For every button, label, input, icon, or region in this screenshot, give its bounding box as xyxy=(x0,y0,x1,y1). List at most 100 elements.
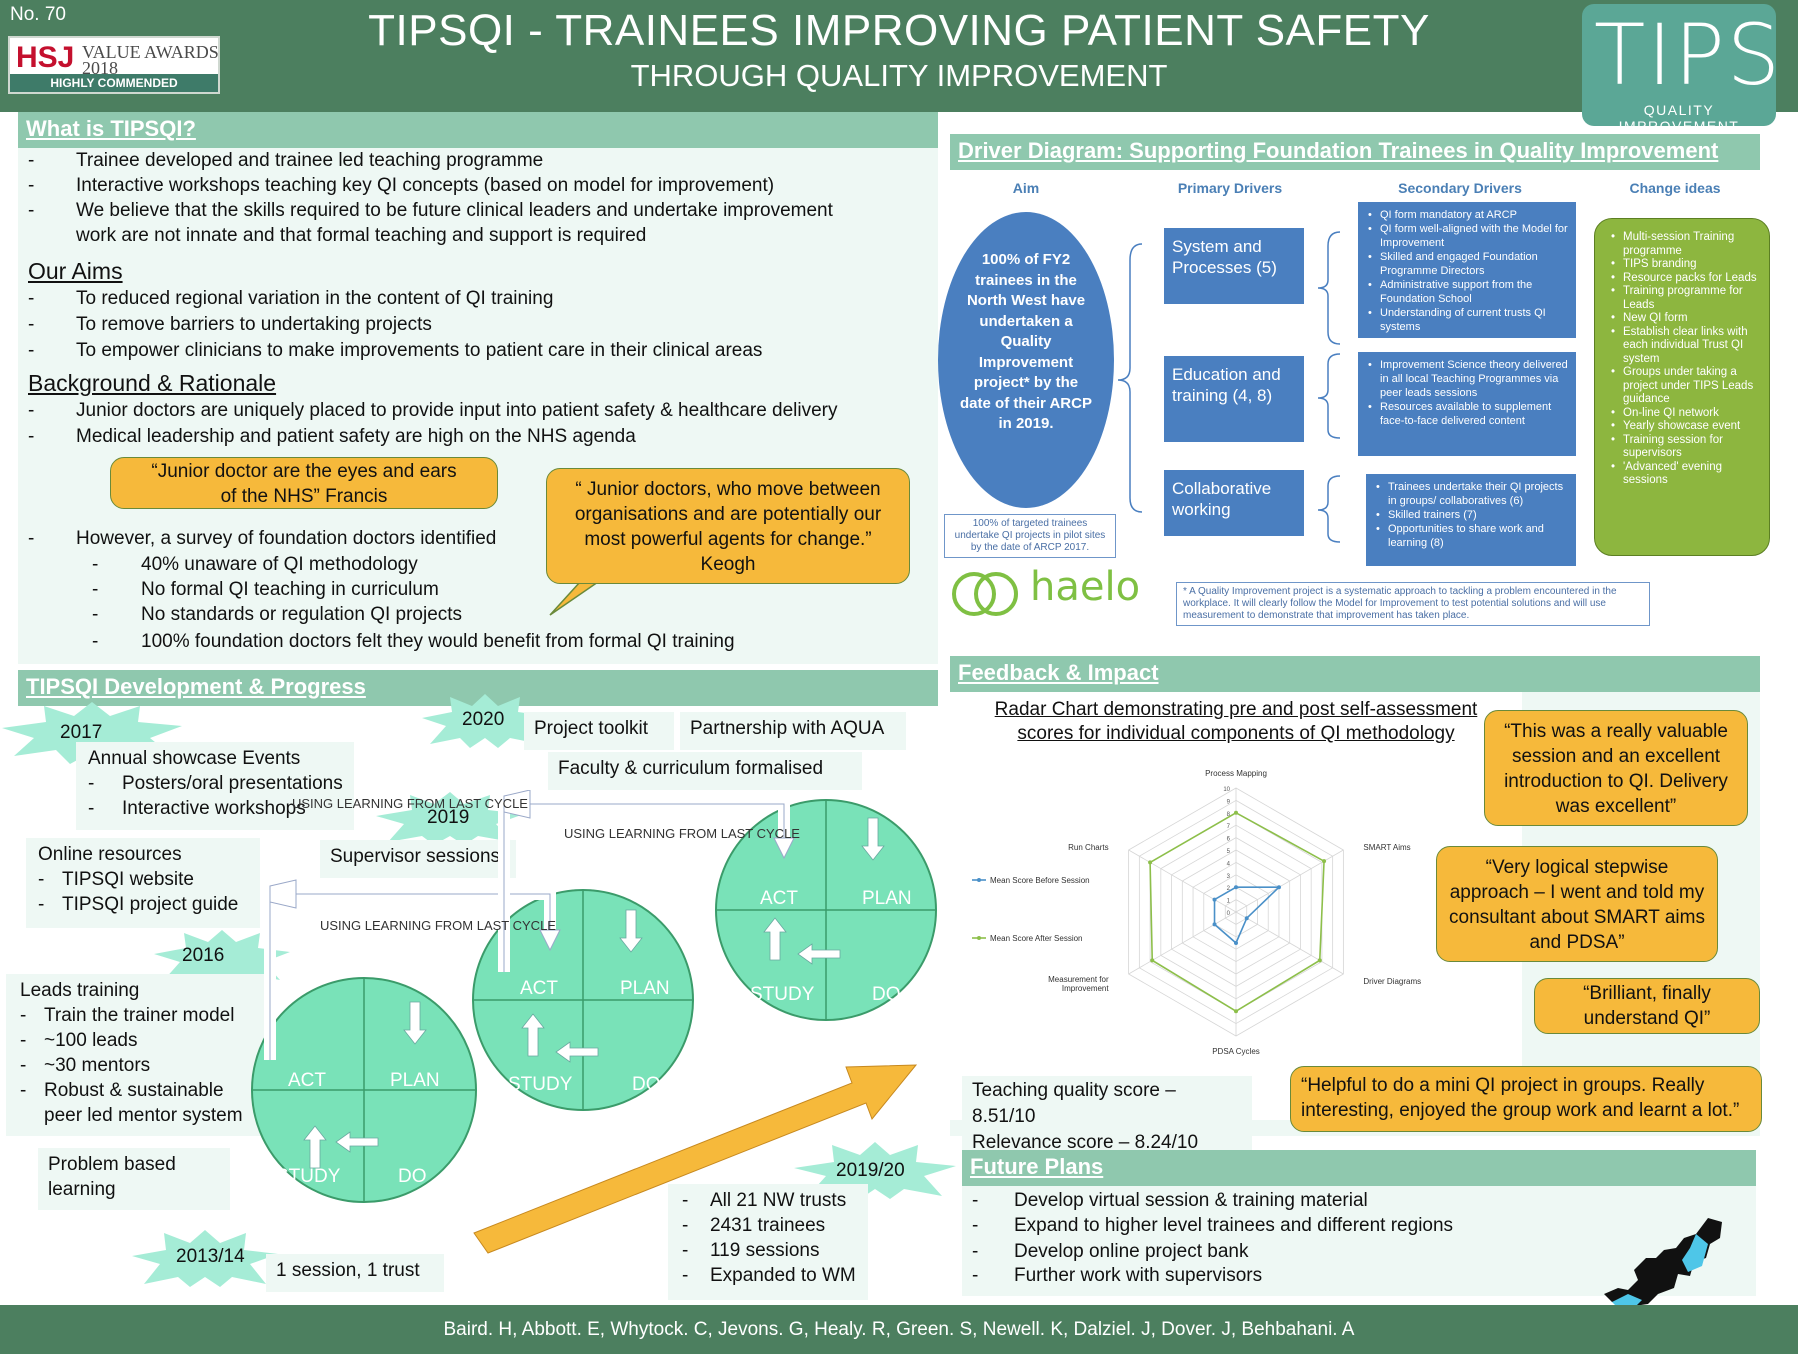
quote-keogh: “ Junior doctors, who move between organ… xyxy=(546,468,910,584)
background-item: Medical leadership and patient safety ar… xyxy=(76,426,636,447)
radar-tick-label: 10 xyxy=(1223,787,1230,793)
award-badge: HSJ VALUE AWARDS 2018 HIGHLY COMMENDED xyxy=(8,36,220,94)
leads-item: -Robust & sustainable xyxy=(20,1080,224,1101)
leads-title: Leads training xyxy=(20,980,140,1001)
radar-point xyxy=(1317,958,1322,963)
showcase-item-text: Interactive workshops xyxy=(122,798,306,819)
tips-logo-word: TIPS xyxy=(1594,6,1783,104)
nw-item-text: 119 sessions xyxy=(710,1240,820,1261)
change-idea: Multi-session Training programme xyxy=(1611,231,1759,258)
learning-label-3: USING LEARNING FROM LAST CYCLE xyxy=(564,826,800,841)
dash: - xyxy=(28,426,35,447)
faculty-box: Faculty & curriculum formalised xyxy=(548,752,862,790)
dash: - xyxy=(28,288,35,309)
survey-item: 100% foundation doctors felt they would … xyxy=(141,631,735,652)
survey-item: No formal QI teaching in curriculum xyxy=(141,579,439,600)
year-2019-20: 2019/20 xyxy=(836,1160,905,1181)
radar-tick-label: 5 xyxy=(1227,849,1231,855)
change-idea: On-line QI network xyxy=(1611,407,1759,421)
dash: - xyxy=(28,314,35,335)
online-item: -TIPSQI project guide xyxy=(38,894,239,915)
star-burst xyxy=(132,1230,278,1287)
secondary-drivers-3: Trainees undertake their QI projects in … xyxy=(1366,474,1576,566)
leads-item: -~30 mentors xyxy=(20,1055,151,1076)
driver-footnote: * A Quality Improvement project is a sys… xyxy=(1176,582,1650,626)
radar-point xyxy=(1322,859,1327,864)
change-ideas: Multi-session Training programme TIPS br… xyxy=(1594,218,1770,556)
radar-point xyxy=(1276,885,1281,890)
change-idea: TIPS branding xyxy=(1611,258,1759,272)
radar-spoke xyxy=(1128,849,1237,913)
cycle3-do: DO xyxy=(872,984,901,1005)
haelo-logo: haelo xyxy=(1030,564,1141,610)
radar-point xyxy=(1148,860,1153,865)
survey-item: 40% unaware of QI methodology xyxy=(141,554,418,575)
what-bullet: We believe that the skills required to b… xyxy=(76,200,833,221)
aim-item: To reduced regional variation in the con… xyxy=(76,288,554,309)
driver-heading: Driver Diagram: Supporting Foundation Tr… xyxy=(950,134,1760,170)
aim-item: To remove barriers to undertaking projec… xyxy=(76,314,432,335)
background-heading: Background & Rationale xyxy=(28,370,277,396)
future-item: Develop virtual session & training mater… xyxy=(1014,1190,1368,1211)
change-idea: Establish clear links with each individu… xyxy=(1611,326,1759,367)
radar-spoke xyxy=(1128,911,1237,975)
radar-legend-marker xyxy=(977,878,981,882)
feedback-quote-2: “Very logical stepwise approach – I went… xyxy=(1436,846,1718,962)
dash: - xyxy=(28,400,35,421)
award-brand: HSJ xyxy=(16,41,75,74)
aim-text: 100% of FY2 trainees in the North West h… xyxy=(960,251,1092,432)
secondary-item: Opportunities to share work and learning… xyxy=(1376,522,1568,550)
quote-francis: “Junior doctor are the eyes and ears of … xyxy=(110,457,498,509)
feedback-quote-4: “Helpful to do a mini QI project in grou… xyxy=(1290,1066,1762,1132)
leads-item: -~100 leads xyxy=(20,1030,138,1051)
nw-item-text: All 21 NW trusts xyxy=(710,1190,847,1211)
increasing-scale-arrow xyxy=(473,1064,918,1254)
radar-title-line: scores for individual components of QI m… xyxy=(1017,723,1455,744)
aim-item: To empower clinicians to make improvemen… xyxy=(76,340,763,361)
nw-item: -Expanded to WM xyxy=(682,1265,856,1286)
pbl-line: Problem based xyxy=(48,1154,176,1175)
radar-axis-label: Process Mapping xyxy=(1205,769,1267,778)
secondary-item: Trainees undertake their QI projects in … xyxy=(1376,480,1568,508)
secondary-item: Skilled and engaged Foundation Programme… xyxy=(1368,250,1568,278)
cycle1-do: DO xyxy=(398,1166,427,1187)
dash: - xyxy=(28,175,35,196)
year-2019: 2019 xyxy=(427,807,470,828)
future-item: Expand to higher level trainees and diff… xyxy=(1014,1215,1454,1236)
primary-driver-1: System and Processes (5) xyxy=(1164,228,1304,304)
leads-item: peer led mentor system xyxy=(16,1103,266,1128)
cycle3-act: ACT xyxy=(760,888,798,909)
what-bullet: work are not innate and that formal teac… xyxy=(76,225,647,246)
cycle2-do: DO xyxy=(632,1074,661,1095)
secondary-item: QI form mandatory at ARCP xyxy=(1368,208,1568,222)
dash: - xyxy=(972,1265,979,1286)
cycle1-act: ACT xyxy=(288,1070,326,1091)
year-2013-14: 2013/14 xyxy=(176,1246,245,1267)
nw-item-text: Expanded to WM xyxy=(710,1265,856,1286)
radar-point xyxy=(1212,897,1217,902)
leads-item: -Train the trainer model xyxy=(20,1005,235,1026)
showcase-item: -Posters/oral presentations xyxy=(88,773,343,794)
future-heading: Future Plans xyxy=(962,1150,1756,1186)
online-item: -TIPSQI website xyxy=(38,869,194,890)
radar-tick-label: 8 xyxy=(1227,812,1231,818)
pbl-box: Problem based learning xyxy=(38,1148,230,1210)
change-idea: New QI form xyxy=(1611,312,1759,326)
what-heading: What is TIPSQI? xyxy=(18,112,938,148)
pbl-line: learning xyxy=(48,1179,116,1200)
showcase-title: Annual showcase Events xyxy=(88,748,301,769)
radar-tick-label: 6 xyxy=(1227,837,1231,843)
radar-legend-marker xyxy=(977,936,981,940)
leads-item-text: ~30 mentors xyxy=(44,1055,151,1076)
radar-point xyxy=(1234,941,1238,945)
radar-point xyxy=(1150,958,1155,963)
primary-driver-2: Education and training (4, 8) xyxy=(1164,356,1304,442)
change-idea: Yearly showcase event xyxy=(1611,420,1759,434)
first-session-box: 1 session, 1 trust xyxy=(266,1254,444,1292)
secondary-drivers-1: QI form mandatory at ARCP QI form well-a… xyxy=(1358,202,1576,338)
learning-label-1: USING LEARNING FROM LAST CYCLE xyxy=(292,796,528,811)
future-item: Develop online project bank xyxy=(1014,1241,1249,1262)
aqua-box: Partnership with AQUA xyxy=(680,712,906,750)
radar-axis-label: Improvement xyxy=(1062,984,1109,993)
radar-tick-label: 2 xyxy=(1227,886,1231,892)
